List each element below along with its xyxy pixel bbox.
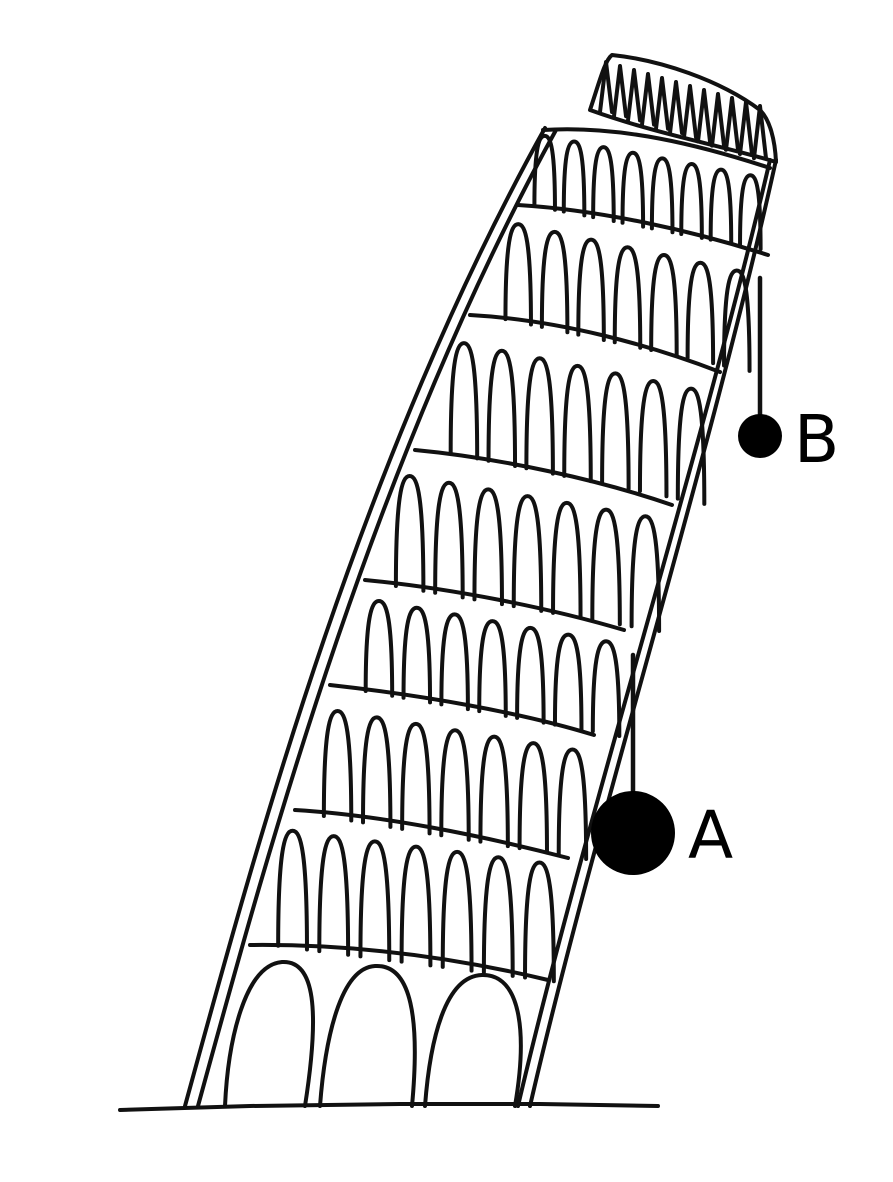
belfry-column-2: [612, 64, 628, 119]
arch-storey-7-4: [399, 844, 433, 968]
band-4: [413, 448, 674, 507]
arch-storey-1-3: [591, 145, 616, 224]
arch-storey-4-6: [590, 507, 622, 627]
arch-storey-5-1: [363, 599, 395, 698]
arch-storey-5-7: [590, 639, 622, 738]
arch-storey-6-4: [439, 728, 471, 842]
arch-storey-1-6: [679, 161, 704, 240]
arch-storey-3-1: [448, 341, 480, 461]
belfry-column-10: [724, 96, 740, 152]
ground-line: [118, 1102, 660, 1112]
belfry-column-9: [710, 92, 726, 148]
ground-arch-3: [423, 972, 523, 1108]
arch-storey-6-3: [400, 721, 432, 836]
marker-b-dot: [738, 414, 782, 458]
arch-storey-3-6: [637, 378, 669, 499]
arch-storey-7-2: [317, 834, 351, 957]
belfry-column-3: [626, 68, 642, 123]
band-5: [363, 578, 626, 632]
arch-storey-2-6: [685, 260, 716, 366]
belfry-column-8: [696, 88, 712, 144]
arch-storey-6-7: [556, 747, 589, 862]
marker-a-dot: [591, 791, 675, 875]
arch-storey-7-3: [358, 839, 392, 963]
band-3: [468, 313, 722, 374]
belfry-column-4: [640, 72, 656, 127]
label-a: A: [688, 797, 733, 874]
arch-storey-4-3: [472, 487, 504, 607]
belfry-columns: [598, 60, 768, 161]
arch-storey-2-3: [576, 237, 606, 342]
arch-storey-2-2: [539, 229, 570, 335]
arch-storey-5-3: [439, 612, 470, 712]
ground-floor-arches: [223, 959, 523, 1108]
tower-right-edge-inner: [528, 158, 778, 1108]
arch-storey-7-6: [481, 855, 515, 978]
band-7: [293, 808, 570, 860]
tower-left-edge-inner: [196, 128, 558, 1108]
arch-storey-1-1: [532, 133, 557, 212]
arch-storey-3-2: [486, 348, 518, 469]
arch-storey-6-6: [517, 741, 549, 855]
arch-storey-2-5: [649, 253, 679, 358]
arch-storey-1-8: [738, 173, 763, 252]
arch-storey-6-5: [478, 734, 510, 849]
arch-storey-6-1: [321, 708, 354, 823]
arch-storey-3-5: [600, 371, 631, 491]
tower-left-edge: [183, 126, 547, 1108]
arch-storey-4-5: [551, 500, 583, 620]
arch-storey-7-1: [276, 828, 309, 952]
arch-storey-3-4: [562, 363, 593, 484]
arch-storey-4-2: [433, 480, 465, 600]
arch-storey-2-1: [503, 222, 533, 327]
arch-storey-3-7: [675, 386, 707, 506]
belfry-column-12: [752, 104, 768, 161]
arch-storey-5-5: [515, 625, 546, 725]
arch-storey-2-7: [722, 268, 752, 373]
arch-storey-4-7: [629, 514, 662, 633]
arch-storey-1-4: [620, 150, 646, 229]
arch-storey-1-2: [561, 139, 587, 218]
storey-arches: [276, 133, 763, 984]
belfry-column-11: [738, 100, 754, 156]
label-b: B: [794, 401, 839, 478]
belfry-column-6: [668, 80, 684, 135]
arch-storey-3-3: [524, 356, 555, 476]
arch-storey-5-4: [477, 619, 508, 718]
arch-storey-2-4: [612, 245, 643, 350]
ground-arch-2: [318, 963, 417, 1108]
arch-storey-5-2: [401, 605, 433, 705]
arch-storey-1-7: [708, 167, 734, 246]
arch-storey-6-2: [361, 715, 393, 829]
belfry-column-1: [598, 60, 614, 114]
arch-storey-4-1: [393, 474, 426, 593]
arch-storey-7-7: [523, 860, 556, 984]
arch-storey-5-6: [552, 632, 584, 732]
belfry-column-7: [682, 84, 698, 140]
arch-storey-1-5: [649, 156, 675, 235]
tower-right-edge: [516, 158, 772, 1108]
band-1: [541, 127, 772, 170]
ground-arch-1: [223, 959, 316, 1108]
arch-storey-4-4: [511, 494, 544, 613]
arch-storey-7-5: [440, 849, 474, 973]
belfry-column-5: [654, 76, 670, 131]
band-8: [248, 942, 550, 982]
